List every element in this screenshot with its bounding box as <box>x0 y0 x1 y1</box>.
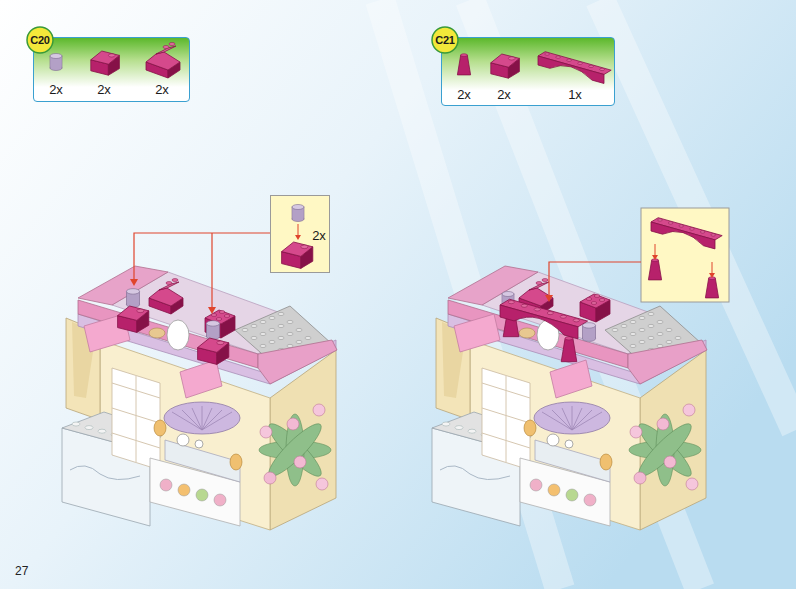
quantity-label: 2x <box>49 83 63 96</box>
parts-list: C20 2x 2x 2x <box>33 37 190 102</box>
quantity-label: 2x <box>312 229 326 242</box>
quantity-label: 1x <box>568 88 582 101</box>
parts-list: C212x2x1x <box>441 37 615 106</box>
model-building <box>432 266 707 530</box>
model-building <box>62 266 337 530</box>
page-number: 27 <box>15 564 28 578</box>
quantity-label: 2x <box>97 83 111 96</box>
callout-inset: 2x <box>270 195 330 273</box>
quantity-label: 2x <box>457 88 471 101</box>
leader-line <box>134 233 641 308</box>
callout-inset <box>641 208 729 302</box>
step-number: C20 <box>30 35 49 46</box>
step-number: C21 <box>435 35 454 46</box>
quantity-label: 2x <box>155 83 169 96</box>
quantity-label: 2x <box>497 88 511 101</box>
